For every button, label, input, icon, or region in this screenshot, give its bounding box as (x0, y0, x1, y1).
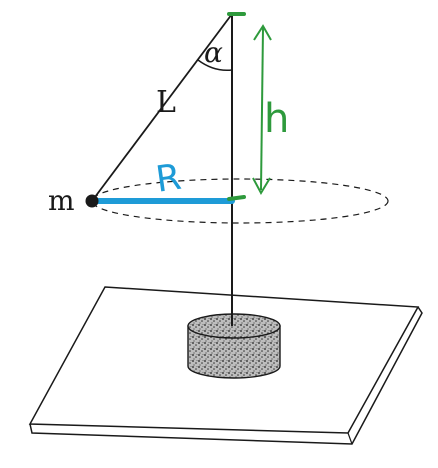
height-annotation (227, 12, 272, 201)
angle-arc (197, 59, 233, 72)
pendulum-string (91, 13, 233, 202)
mass-bob (85, 194, 99, 208)
angle-label: α (204, 36, 223, 69)
cylinder-weight (187, 313, 281, 379)
height-label: h (264, 96, 289, 142)
mass-label: m (48, 184, 75, 217)
length-label: L (156, 85, 176, 120)
radius-label: R (153, 157, 183, 201)
base-plate (28, 286, 423, 445)
circular-path (91, 178, 389, 224)
